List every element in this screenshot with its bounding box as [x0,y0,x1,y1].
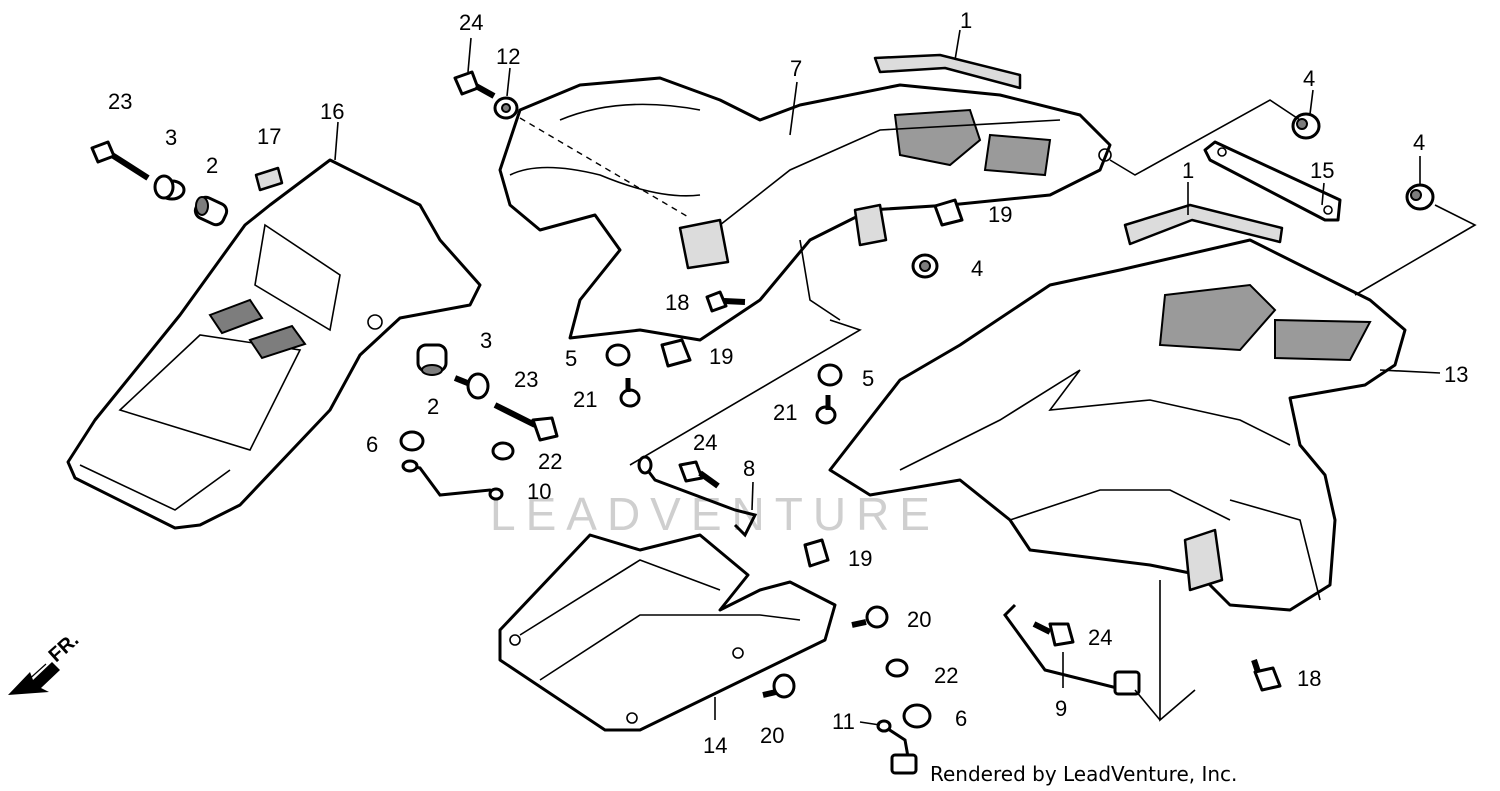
callout-4: 4 [1413,130,1425,155]
stay-10 [401,459,504,501]
bolt-18-lower [1251,659,1282,692]
grommet-4-a [1291,112,1321,140]
callout-19: 19 [848,546,872,571]
bolt-23-upper [90,140,150,181]
callout-11: 11 [832,709,855,734]
rear-fender-7 [498,76,1112,342]
leader-lines [334,29,1477,726]
front-direction-arrow: FR. [8,629,83,695]
callout-4: 4 [1303,66,1315,91]
washer-3-upper [153,174,186,201]
callout-15: 15 [1310,158,1334,183]
callout-21: 21 [773,400,797,425]
collar-2-lower [416,343,448,376]
bolt-23-lower [493,402,559,442]
callout-18: 18 [1297,666,1321,691]
clip-19-lower [803,538,830,568]
bolt-24-middle [678,460,720,489]
callout-17: 17 [257,124,281,149]
callout-24: 24 [1088,625,1112,650]
callout-12: 12 [496,44,520,69]
callout-3: 3 [165,125,177,150]
callout-1: 1 [1182,158,1194,183]
strip-1-upper [873,53,1022,90]
bolt-18-upper [705,290,746,313]
nut-22-right [885,658,909,678]
callout-9: 9 [1055,696,1067,721]
callout-21: 21 [573,387,597,412]
callout-23: 23 [108,89,132,114]
callout-24: 24 [459,10,483,35]
callout-19: 19 [709,344,733,369]
callout-23: 23 [514,367,538,392]
callout-5: 5 [862,366,874,391]
clip-19-middle [660,338,692,368]
callout-2: 2 [206,153,218,178]
grommet-4-c [911,253,939,279]
callout-20: 20 [760,723,784,748]
callout-3: 3 [480,328,492,353]
collar-2-upper [193,195,229,227]
bolt-24-lower [1032,621,1075,647]
callout-13: 13 [1444,362,1468,387]
stay-15 [1203,140,1342,222]
callout-20: 20 [907,607,931,632]
callout-5: 5 [565,346,577,371]
bolt-20-right [851,605,889,629]
credit-text: Rendered by LeadVenture, Inc. [930,762,1237,786]
strip-1-lower [1123,203,1284,246]
grommet-4-b [1405,183,1435,211]
grommet-5-right [817,363,843,387]
callout-24: 24 [693,430,717,455]
nut-22-left [491,441,515,461]
direction-label: FR. [45,629,84,667]
washer-3-lower [453,372,490,400]
callout-16: 16 [320,99,344,124]
bolt-24-top [453,70,496,99]
grommet-5-left [605,343,631,367]
rear-fender-13 [828,238,1407,612]
callout-labels: 1 1 2 2 3 3 4 4 4 5 5 6 6 7 8 9 10 11 12… [108,8,1468,758]
watermark-text: LEADVENTURE [490,488,940,540]
clip-19-upper [933,198,964,227]
callout-6: 6 [366,432,378,457]
callout-6: 6 [955,706,967,731]
nut-12 [493,96,519,120]
callout-1: 1 [960,8,972,33]
callout-2: 2 [427,394,439,419]
grommet-6-lower [902,703,932,729]
screw-21-right [815,395,837,425]
callout-7: 7 [790,56,802,81]
mud-guard-14 [498,533,837,732]
callout-19: 19 [988,202,1012,227]
stay-8 [637,455,758,538]
screw-21-left [619,378,641,408]
decal-17 [254,166,284,192]
callout-22: 22 [538,449,562,474]
front-fender-16 [66,158,482,530]
callout-14: 14 [703,733,727,758]
stay-9 [1003,603,1141,696]
grommet-6-left [399,430,425,452]
stay-11 [876,719,918,775]
callout-18: 18 [665,290,689,315]
bolt-20-lower [762,673,796,699]
callout-8: 8 [743,456,755,481]
callout-4: 4 [971,256,983,281]
callout-22: 22 [934,663,958,688]
callout-10: 10 [527,479,551,504]
